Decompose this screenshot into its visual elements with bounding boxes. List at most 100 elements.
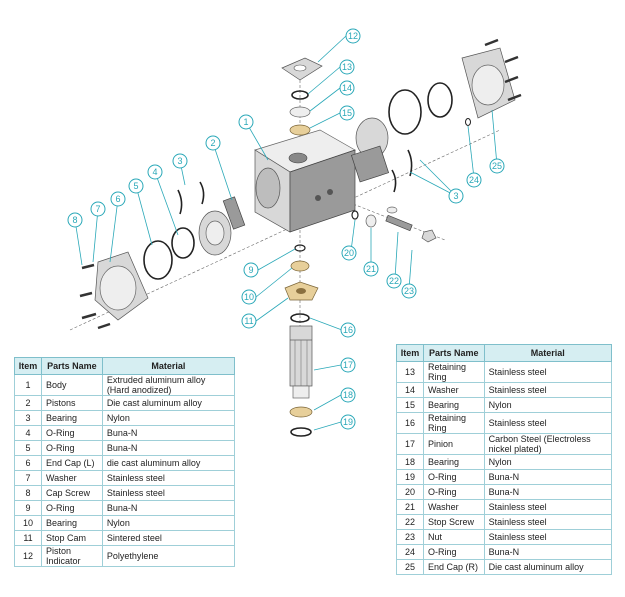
cell-item: 22 <box>396 514 424 530</box>
cell-item: 21 <box>396 499 424 515</box>
cell-material: Buna-N <box>101 425 236 441</box>
cell-parts-name: O-Ring <box>41 500 103 516</box>
cell-item: 3 <box>14 410 42 426</box>
cell-parts-name: Cap Screw <box>41 485 103 501</box>
cell-material: Sintered steel <box>101 530 236 546</box>
callout-10: 10 <box>241 289 257 305</box>
svg-text:16: 16 <box>343 325 353 335</box>
retaining-ring-13-part <box>291 90 309 100</box>
cell-parts-name: Bearing <box>423 397 485 413</box>
cell-parts-name: Retaining Ring <box>423 412 485 434</box>
svg-text:3: 3 <box>177 156 182 166</box>
callout-5: 5 <box>128 178 144 194</box>
horizontal-assembly-axis <box>69 129 501 331</box>
callout-3-left: 3 <box>172 153 188 169</box>
o-ring-20-part <box>351 210 359 220</box>
cell-item: 4 <box>14 425 42 441</box>
cell-parts-name: Washer <box>41 470 103 486</box>
svg-text:22: 22 <box>389 276 399 286</box>
bearing-15-part <box>289 124 311 136</box>
piston-right-part <box>350 117 390 183</box>
cell-material: Polyethylene <box>101 545 236 567</box>
pinion-part <box>289 325 313 340</box>
cell-material: Nylon <box>101 515 236 531</box>
table-header-row: Item Parts Name Material <box>14 357 236 375</box>
callout-22: 22 <box>386 273 402 289</box>
callout-6: 6 <box>110 191 126 207</box>
cell-material: Stainless steel <box>483 412 613 434</box>
cell-material: Buna-N <box>101 440 236 456</box>
bearing-3-left-b-part <box>199 181 205 205</box>
callout-19: 19 <box>340 414 356 430</box>
svg-text:1: 1 <box>243 117 248 127</box>
cell-parts-name: O-Ring <box>423 469 485 485</box>
cell-material: Buna-N <box>483 544 613 560</box>
bearing-3-right-b-part <box>391 169 397 193</box>
callout-14: 14 <box>339 80 355 96</box>
cell-item: 24 <box>396 544 424 560</box>
svg-text:12: 12 <box>348 31 358 41</box>
cell-item: 10 <box>14 515 42 531</box>
svg-text:7: 7 <box>95 204 100 214</box>
cell-parts-name: End Cap (L) <box>41 455 103 471</box>
cell-parts-name: Pistons <box>41 395 103 411</box>
o-ring-19-part <box>290 427 312 437</box>
bearing-10-part <box>290 260 310 272</box>
svg-text:18: 18 <box>343 390 353 400</box>
cell-item: 7 <box>14 470 42 486</box>
svg-text:13: 13 <box>342 62 352 72</box>
cell-item: 5 <box>14 440 42 456</box>
cell-material: Stainless steel <box>101 485 236 501</box>
cell-item: 23 <box>396 529 424 545</box>
svg-text:6: 6 <box>115 194 120 204</box>
callout-12: 12 <box>345 28 361 44</box>
cell-material: Die cast aluminum alloy <box>483 559 613 575</box>
svg-text:11: 11 <box>244 316 253 326</box>
cell-item: 14 <box>396 382 424 398</box>
svg-text:15: 15 <box>342 108 352 118</box>
bearing-3-left-part <box>177 189 183 215</box>
cell-parts-name: O-Ring <box>41 425 103 441</box>
cell-item: 8 <box>14 485 42 501</box>
cell-parts-name: O-Ring <box>41 440 103 456</box>
svg-text:4: 4 <box>152 167 157 177</box>
cell-parts-name: Body <box>41 374 103 396</box>
cell-item: 6 <box>14 455 42 471</box>
cell-parts-name: Stop Cam <box>41 530 103 546</box>
o-ring-4-part <box>171 227 195 259</box>
piston-left-part <box>198 196 246 256</box>
washer-upper-part <box>386 206 398 214</box>
table-header-row: Item Parts Name Material <box>396 344 613 362</box>
svg-text:8: 8 <box>72 215 77 225</box>
cell-item: 16 <box>396 412 424 434</box>
cell-parts-name: Pinion <box>423 433 485 455</box>
cell-parts-name: Bearing <box>41 410 103 426</box>
callout-16: 16 <box>340 322 356 338</box>
cell-material: Stainless steel <box>101 470 236 486</box>
cell-item: 12 <box>14 545 42 567</box>
cell-material: Stainless steel <box>483 382 613 398</box>
cell-item: 18 <box>396 454 424 470</box>
end-cap-right-part <box>461 38 522 119</box>
svg-text:10: 10 <box>244 292 254 302</box>
cell-material: Buna-N <box>483 484 613 500</box>
washer-14-part <box>289 106 311 118</box>
svg-text:5: 5 <box>133 181 138 191</box>
cell-parts-name: Stop Screw <box>423 514 485 530</box>
cell-parts-name: Nut <box>423 529 485 545</box>
